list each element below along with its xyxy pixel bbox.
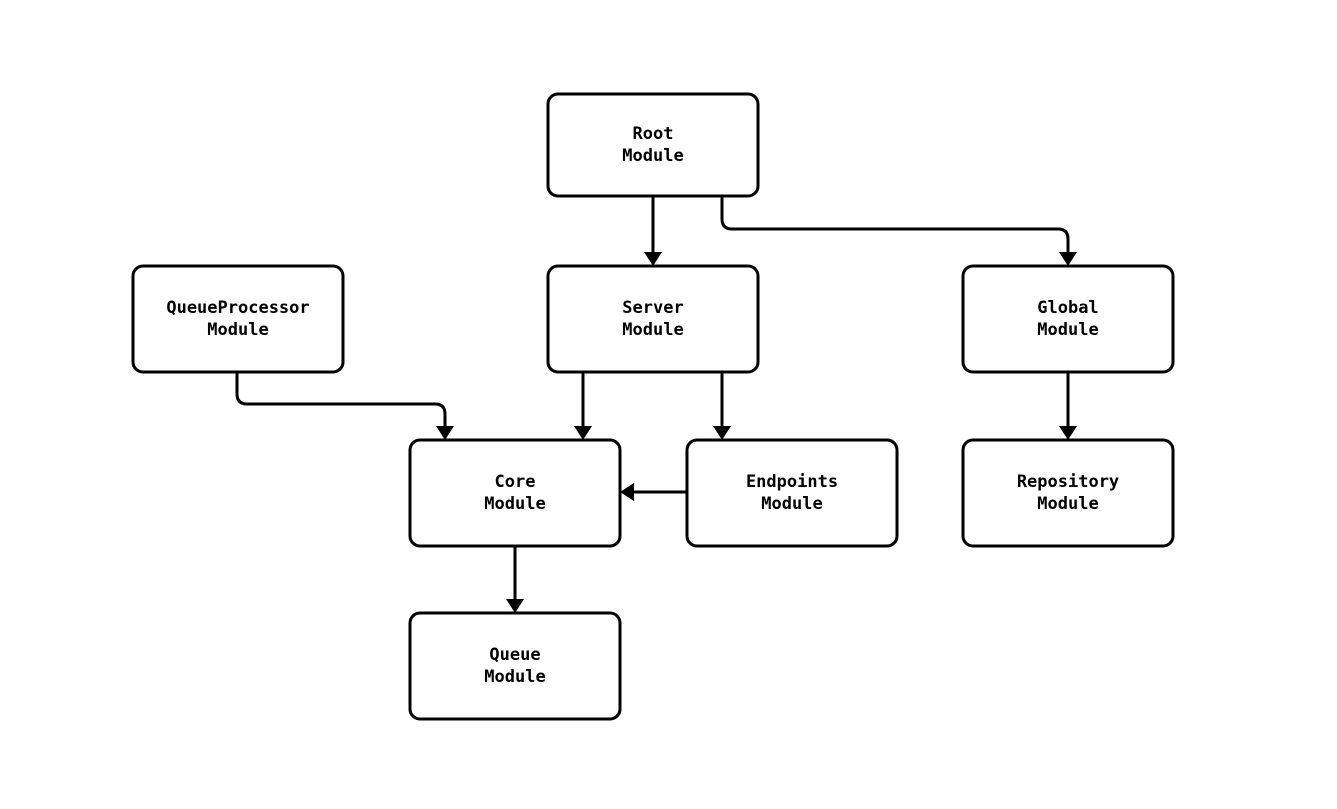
edge-server-to-core-arrowhead-icon bbox=[574, 426, 592, 440]
edge-root-to-server bbox=[644, 196, 662, 266]
endpoints-module-node-label-line1: Endpoints bbox=[746, 472, 838, 492]
queueprocessor-module-node-label-line2: Module bbox=[207, 320, 268, 340]
edge-global-to-repository bbox=[1059, 372, 1077, 440]
edge-endpoints-to-core-arrowhead-icon bbox=[620, 483, 634, 501]
core-module-node-box[interactable] bbox=[408, 438, 622, 548]
edge-root-to-server-arrowhead-icon bbox=[644, 252, 662, 266]
global-module-node-label-line2: Module bbox=[1037, 320, 1098, 340]
edge-global-to-repository-arrowhead-icon bbox=[1059, 426, 1077, 440]
endpoints-module-node-label-line2: Module bbox=[761, 494, 822, 514]
edge-root-to-global bbox=[720, 196, 1077, 266]
edge-server-to-core bbox=[574, 372, 592, 440]
server-module-node-label-line1: Server bbox=[622, 298, 683, 318]
queue-module-node-box[interactable] bbox=[408, 611, 622, 721]
queue-module-node-label-line1: Queue bbox=[489, 645, 540, 665]
repository-module-node-label-line2: Module bbox=[1037, 494, 1098, 514]
edge-endpoints-to-core bbox=[620, 483, 687, 501]
server-module-node-label-line2: Module bbox=[622, 320, 683, 340]
core-module-node-label-line1: Core bbox=[495, 472, 536, 492]
server-module-node-box[interactable] bbox=[546, 264, 760, 374]
edge-server-to-endpoints bbox=[713, 372, 731, 440]
edge-root-to-global-arrowhead-icon bbox=[1059, 252, 1077, 266]
edge-core-to-queue-arrowhead-icon bbox=[506, 599, 524, 613]
core-module-node-label-line2: Module bbox=[484, 494, 545, 514]
root-module-node-label-line2: Module bbox=[622, 146, 683, 166]
edge-queueprocessor-to-core bbox=[235, 372, 454, 440]
repository-module-node-label-line1: Repository bbox=[1017, 472, 1119, 492]
edge-queueprocessor-to-core-arrowhead-icon bbox=[436, 426, 454, 440]
queue-module-node-label-line2: Module bbox=[484, 667, 545, 687]
edge-root-to-global-line bbox=[720, 196, 1070, 252]
queueprocessor-module-node-label-line1: QueueProcessor bbox=[166, 298, 309, 318]
queueprocessor-module-node-box[interactable] bbox=[131, 264, 345, 374]
edge-core-to-queue bbox=[506, 546, 524, 613]
root-module-node-label-line1: Root bbox=[633, 124, 674, 144]
edge-server-to-endpoints-arrowhead-icon bbox=[713, 426, 731, 440]
edges-layer bbox=[235, 196, 1077, 613]
repository-module-node-box[interactable] bbox=[961, 438, 1175, 548]
endpoints-module-node-box[interactable] bbox=[685, 438, 899, 548]
nodes-layer: RootModuleQueueProcessorModuleServerModu… bbox=[131, 92, 1175, 721]
global-module-node-label-line1: Global bbox=[1037, 298, 1098, 318]
edge-queueprocessor-to-core-line bbox=[235, 372, 447, 426]
root-module-node-box[interactable] bbox=[546, 92, 760, 198]
global-module-node-box[interactable] bbox=[961, 264, 1175, 374]
